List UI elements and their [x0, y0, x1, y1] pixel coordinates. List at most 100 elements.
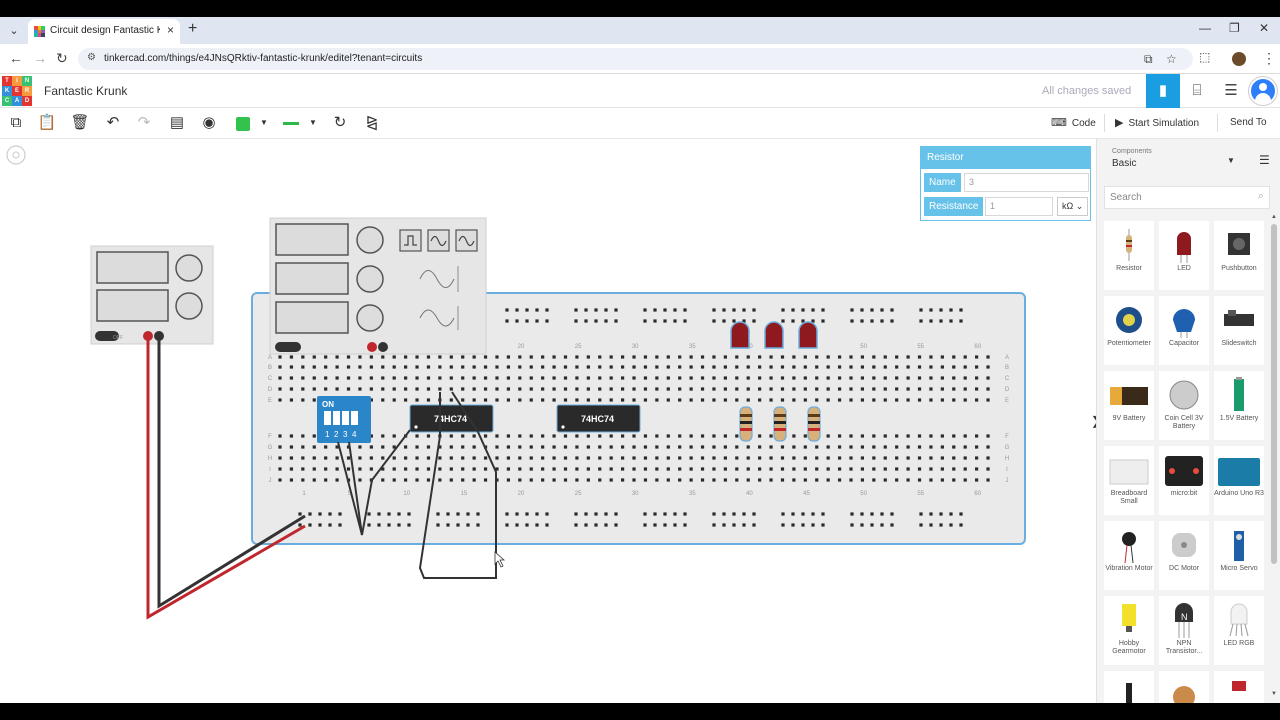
breadboard-hole[interactable]	[594, 523, 598, 527]
breadboard-hole[interactable]	[324, 387, 328, 391]
breadboard-hole[interactable]	[575, 365, 579, 369]
component-tile[interactable]: 9V Battery	[1104, 371, 1154, 440]
breadboard-hole[interactable]	[312, 434, 316, 438]
breadboard-hole[interactable]	[883, 365, 887, 369]
breadboard-hole[interactable]	[529, 398, 533, 402]
breadboard-hole[interactable]	[803, 467, 807, 471]
breadboard-hole[interactable]	[476, 523, 480, 527]
breadboard-hole[interactable]	[769, 355, 773, 359]
breadboard-hole[interactable]	[700, 456, 705, 460]
breadboard-hole[interactable]	[438, 387, 442, 391]
breadboard-hole[interactable]	[415, 456, 419, 460]
breadboard-hole[interactable]	[335, 445, 339, 449]
breadboard-hole[interactable]	[563, 355, 568, 359]
code-button[interactable]: ⌨Code	[1051, 113, 1096, 133]
breadboard-hole[interactable]	[506, 355, 510, 359]
breadboard-hole[interactable]	[278, 398, 282, 402]
breadboard-hole[interactable]	[604, 308, 608, 312]
breadboard-hole[interactable]	[505, 319, 509, 323]
breadboard-hole[interactable]	[609, 398, 613, 402]
breadboard-hole[interactable]	[811, 319, 815, 323]
breadboard-hole[interactable]	[483, 365, 488, 369]
breadboard-hole[interactable]	[495, 365, 499, 369]
breadboard-hole[interactable]	[917, 434, 922, 438]
breadboard-hole[interactable]	[614, 523, 618, 527]
breadboard-hole[interactable]	[426, 398, 431, 402]
breadboard-hole[interactable]	[604, 319, 608, 323]
breadboard-hole[interactable]	[872, 434, 876, 438]
breadboard-hole[interactable]	[495, 445, 499, 449]
breadboard-hole[interactable]	[552, 398, 556, 402]
breadboard-hole[interactable]	[438, 445, 442, 449]
breadboard-hole[interactable]	[436, 523, 440, 527]
breadboard-hole[interactable]	[472, 445, 476, 449]
breadboard-hole[interactable]	[438, 355, 442, 359]
breadboard-hole[interactable]	[663, 308, 667, 312]
breadboard-hole[interactable]	[663, 512, 667, 516]
breadboard-hole[interactable]	[929, 319, 933, 323]
breadboard-hole[interactable]	[821, 512, 825, 516]
breadboard-hole[interactable]	[815, 376, 819, 380]
breadboard-hole[interactable]	[712, 512, 716, 516]
breadboard-hole[interactable]	[906, 355, 910, 359]
breadboard-hole[interactable]	[324, 355, 328, 359]
breadboard-hole[interactable]	[505, 512, 509, 516]
breadboard-hole[interactable]	[895, 387, 899, 391]
breadboard-hole[interactable]	[584, 523, 588, 527]
breadboard-hole[interactable]	[472, 434, 476, 438]
breadboard-hole[interactable]	[335, 387, 339, 391]
breadboard-hole[interactable]	[449, 467, 453, 471]
breadboard-hole[interactable]	[906, 376, 910, 380]
browser-menu-icon[interactable]: ⋮	[1262, 50, 1276, 66]
breadboard-hole[interactable]	[792, 355, 796, 359]
breadboard-hole[interactable]	[449, 398, 453, 402]
breadboard-hole[interactable]	[732, 308, 736, 312]
component-tile[interactable]: Capacitor	[1159, 296, 1209, 365]
breadboard-hole[interactable]	[986, 434, 990, 438]
breadboard-hole[interactable]	[563, 398, 568, 402]
breadboard-hole[interactable]	[952, 467, 956, 471]
breadboard-hole[interactable]	[986, 456, 990, 460]
resistor-1[interactable]	[739, 406, 753, 442]
breadboard-hole[interactable]	[278, 434, 282, 438]
components-dropdown[interactable]: Basic	[1112, 158, 1137, 169]
breadboard-hole[interactable]	[801, 523, 805, 527]
breadboard-hole[interactable]	[929, 355, 933, 359]
breadboard-hole[interactable]	[917, 398, 922, 402]
breadboard-hole[interactable]	[289, 365, 294, 369]
breadboard-hole[interactable]	[552, 467, 556, 471]
breadboard-hole[interactable]	[821, 523, 825, 527]
breadboard-hole[interactable]	[518, 434, 522, 438]
dip-switch[interactable]: ON 1 2 3 4	[317, 396, 371, 443]
breadboard-hole[interactable]	[653, 308, 657, 312]
breadboard-hole[interactable]	[614, 319, 618, 323]
breadboard-hole[interactable]	[278, 456, 282, 460]
breadboard-hole[interactable]	[335, 456, 339, 460]
breadboard-hole[interactable]	[545, 523, 549, 527]
breadboard-hole[interactable]	[328, 512, 332, 516]
breadboard-hole[interactable]	[769, 456, 773, 460]
breadboard-hole[interactable]	[975, 456, 979, 460]
breadboard-hole[interactable]	[483, 376, 488, 380]
breadboard-hole[interactable]	[563, 365, 568, 369]
breadboard-hole[interactable]	[506, 445, 510, 449]
breadboard-hole[interactable]	[563, 434, 568, 438]
breadboard-hole[interactable]	[346, 355, 351, 359]
component-tile[interactable]: Arduino Uno R3	[1214, 446, 1264, 515]
breadboard-hole[interactable]	[632, 478, 636, 482]
scroll-down-icon[interactable]: ▼	[1271, 691, 1277, 697]
breadboard-hole[interactable]	[472, 478, 476, 482]
breadboard-hole[interactable]	[495, 355, 499, 359]
breadboard-hole[interactable]	[860, 445, 865, 449]
breadboard-hole[interactable]	[683, 523, 687, 527]
breadboard-hole[interactable]	[518, 456, 522, 460]
breadboard-hole[interactable]	[535, 308, 539, 312]
breadboard-hole[interactable]	[986, 365, 990, 369]
breadboard-hole[interactable]	[949, 512, 953, 516]
panel-scrollbar[interactable]	[1271, 224, 1277, 564]
breadboard-hole[interactable]	[769, 376, 773, 380]
breadboard-hole[interactable]	[598, 355, 602, 359]
breadboard-hole[interactable]	[769, 387, 773, 391]
breadboard-hole[interactable]	[678, 478, 682, 482]
breadboard-hole[interactable]	[906, 445, 910, 449]
